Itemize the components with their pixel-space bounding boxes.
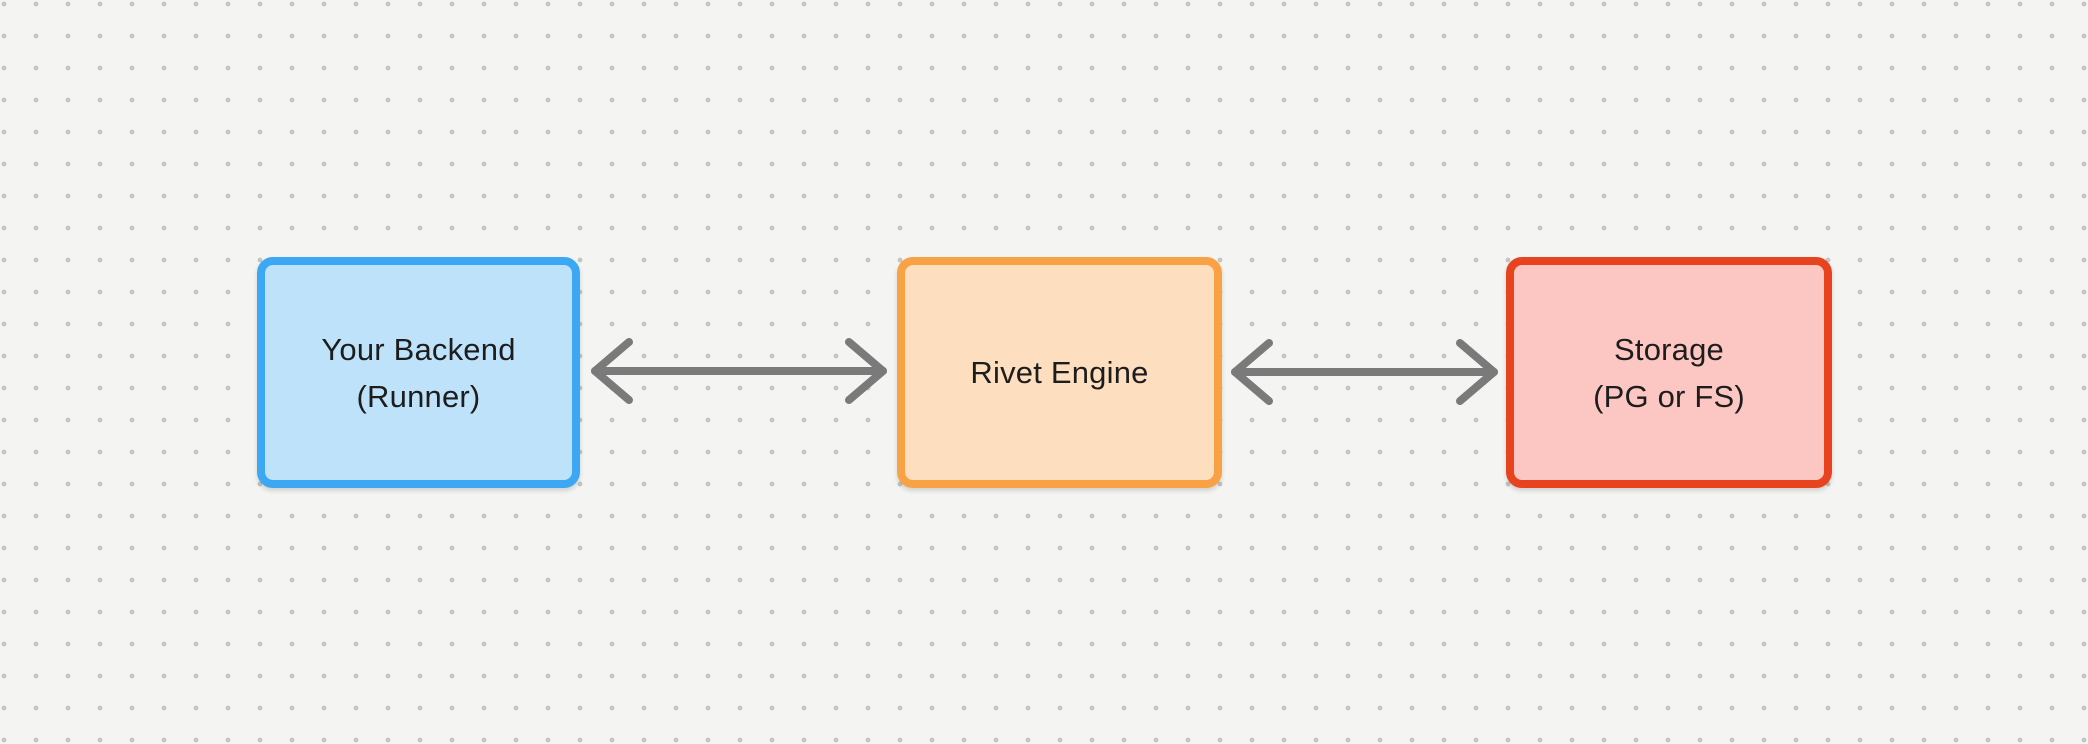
node-storage-label-line1: Storage bbox=[1614, 331, 1724, 367]
arrow-backend-engine bbox=[591, 338, 887, 404]
node-storage[interactable]: Storage (PG or FS) bbox=[1506, 257, 1832, 488]
node-storage-label-line2: (PG or FS) bbox=[1593, 378, 1745, 414]
node-your-backend[interactable]: Your Backend (Runner) bbox=[257, 257, 580, 488]
node-your-backend-label-line2: (Runner) bbox=[356, 378, 481, 414]
node-rivet-engine-label: Rivet Engine bbox=[970, 355, 1149, 390]
arrowhead-right-icon bbox=[1456, 339, 1498, 405]
arrow-engine-storage bbox=[1231, 339, 1498, 405]
arrowhead-right-icon bbox=[845, 338, 887, 404]
arrowhead-left-icon bbox=[591, 338, 633, 404]
arrowhead-left-icon bbox=[1231, 339, 1273, 405]
node-your-backend-label-line1: Your Backend bbox=[321, 331, 516, 367]
node-rivet-engine[interactable]: Rivet Engine bbox=[897, 257, 1222, 488]
